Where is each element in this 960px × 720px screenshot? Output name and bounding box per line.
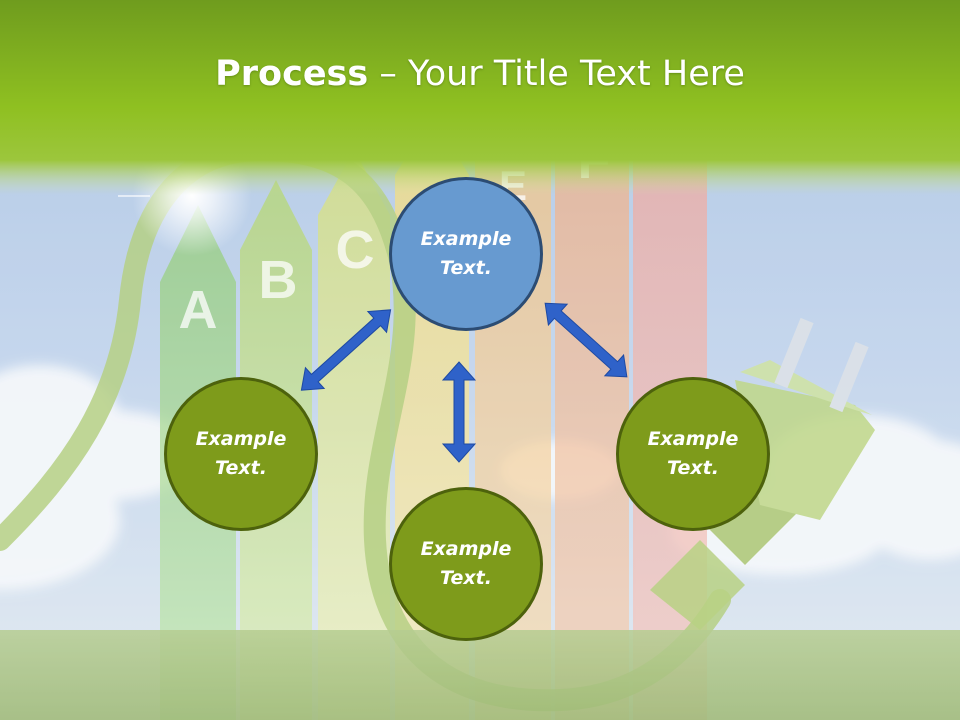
pencil-label-c: C (336, 220, 375, 280)
node-text-line1: Example (647, 428, 739, 450)
node-text-line2: Text. (215, 457, 267, 479)
node-text-line1: Example (420, 228, 512, 250)
title-dash: – (368, 54, 408, 94)
node-text-line2: Text. (440, 567, 492, 589)
node-text-line1: Example (195, 428, 287, 450)
pencil-label-a: A (179, 280, 218, 340)
process-node-top[interactable]: Example Text. (389, 177, 543, 331)
process-node-right[interactable]: Example Text. (616, 377, 770, 531)
title-bold: Process (215, 54, 369, 94)
node-text-line2: Text. (667, 457, 719, 479)
node-text-line1: Example (420, 538, 512, 560)
pencil-label-b: B (259, 250, 298, 310)
title-rest: Your Title Text Here (407, 54, 745, 94)
process-node-left[interactable]: Example Text. (164, 377, 318, 531)
node-text-line2: Text. (440, 257, 492, 279)
process-node-bottom[interactable]: Example Text. (389, 487, 543, 641)
slide-title: Process – Your Title Text Here (0, 52, 960, 96)
